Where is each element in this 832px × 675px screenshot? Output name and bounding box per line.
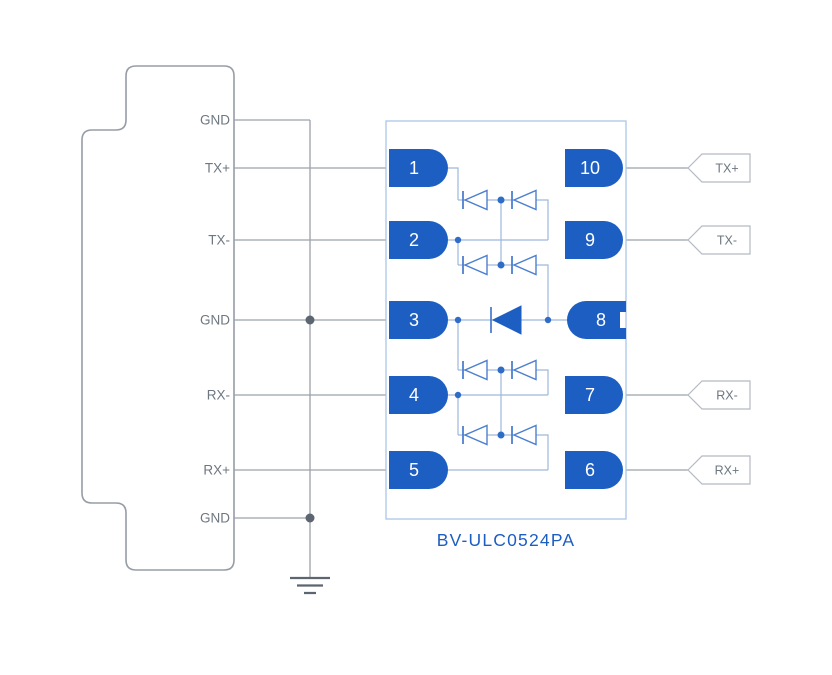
internal-wires [448, 167, 570, 471]
output-tag-tx-minus: TX- [687, 225, 751, 255]
pin-8-label: 8 [596, 310, 606, 330]
connector-label-tx-plus: TX+ [205, 161, 230, 176]
diode-pair-3 [462, 359, 537, 381]
pin-2: 2 [389, 221, 448, 259]
junction-dot-gnd-bottom [305, 513, 315, 523]
pin-4: 4 [389, 376, 448, 414]
pin-8: 8 [567, 301, 626, 339]
pin-1: 1 [389, 149, 448, 187]
connector-label-tx-minus: TX- [208, 233, 230, 248]
pin-7-label: 7 [585, 385, 595, 405]
junction-dot-gnd-mid [305, 315, 315, 325]
connector-label-gnd-top: GND [200, 113, 230, 128]
junction-dot-row4 [454, 391, 462, 399]
connector-label-gnd-mid: GND [200, 313, 230, 328]
output-tag-tx-minus-label: TX- [717, 234, 737, 248]
junction-dot-row3 [454, 316, 462, 324]
pin-1-label: 1 [409, 158, 419, 178]
connector-label-gnd-bottom: GND [200, 511, 230, 526]
pin-6-label: 6 [585, 460, 595, 480]
tvs-diode [490, 305, 522, 335]
output-tag-tx-plus-label: TX+ [715, 162, 738, 176]
pin-9: 9 [565, 221, 623, 259]
connector-outline [81, 65, 235, 571]
output-tag-rx-minus-label: RX- [716, 389, 738, 403]
pin-5: 5 [389, 451, 448, 489]
connector-label-rx-minus: RX- [207, 388, 230, 403]
diode-pair-4 [462, 424, 537, 446]
pin-10-label: 10 [580, 158, 600, 178]
pin-7: 7 [565, 376, 623, 414]
output-tag-rx-plus: RX+ [687, 455, 751, 485]
diode-pair-2 [462, 254, 537, 276]
pin-3-label: 3 [409, 310, 419, 330]
pin-3: 3 [389, 301, 448, 339]
pin-9-label: 9 [585, 230, 595, 250]
pin-10: 10 [565, 149, 623, 187]
output-tag-rx-plus-label: RX+ [715, 464, 740, 478]
connector-label-rx-plus: RX+ [203, 463, 230, 478]
part-number-label: BV-ULC0524PA [437, 530, 576, 550]
junction-dot-row2 [454, 236, 462, 244]
pin-5-label: 5 [409, 460, 419, 480]
ground-symbol [290, 576, 330, 595]
output-tag-rx-minus: RX- [687, 380, 751, 410]
output-tag-tx-plus: TX+ [687, 153, 751, 183]
connector-labels: GND TX+ TX- GND RX- RX+ GND [200, 113, 230, 526]
pin-6: 6 [565, 451, 623, 489]
diode-pair-1 [462, 189, 537, 211]
pin-4-label: 4 [409, 385, 419, 405]
pin-2-label: 2 [409, 230, 419, 250]
junction-dot-rail [544, 316, 552, 324]
